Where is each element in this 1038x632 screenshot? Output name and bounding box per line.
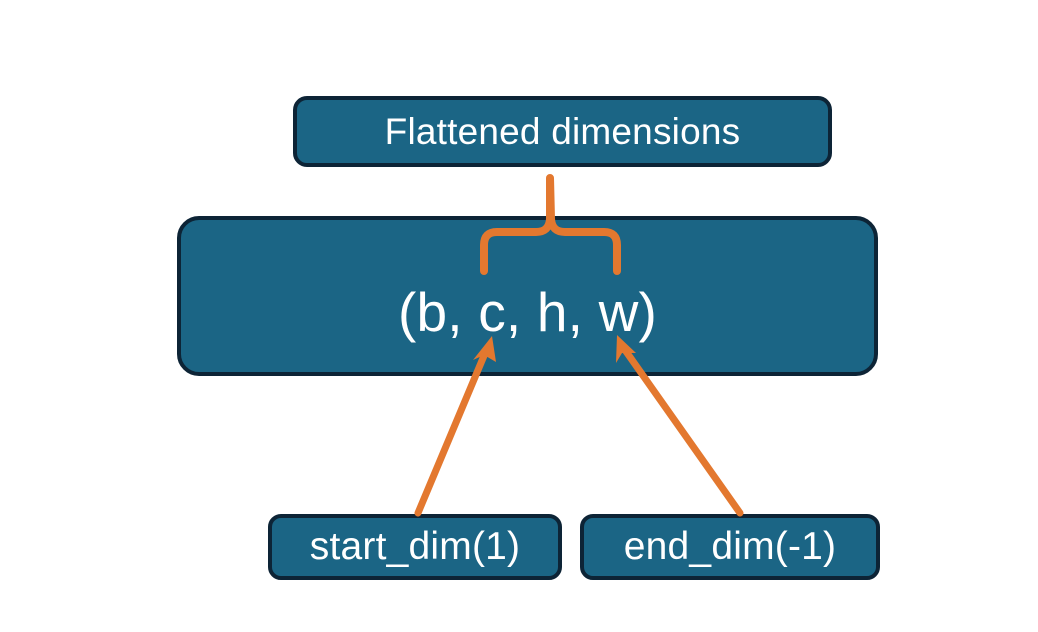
node-flattened-dimensions[interactable]: Flattened dimensions xyxy=(293,96,832,167)
node-flattened-dimensions-label: Flattened dimensions xyxy=(384,110,741,152)
node-tensor-shape[interactable]: (b, c, h, w) xyxy=(177,216,878,376)
node-end-dim[interactable]: end_dim(-1) xyxy=(580,514,880,580)
node-end-dim-label: end_dim(-1) xyxy=(623,525,837,568)
node-start-dim[interactable]: start_dim(1) xyxy=(268,514,562,580)
node-start-dim-label: start_dim(1) xyxy=(309,525,521,568)
node-tensor-shape-label: (b, c, h, w) xyxy=(397,281,658,343)
brace-flattened-range-icon xyxy=(480,174,621,275)
